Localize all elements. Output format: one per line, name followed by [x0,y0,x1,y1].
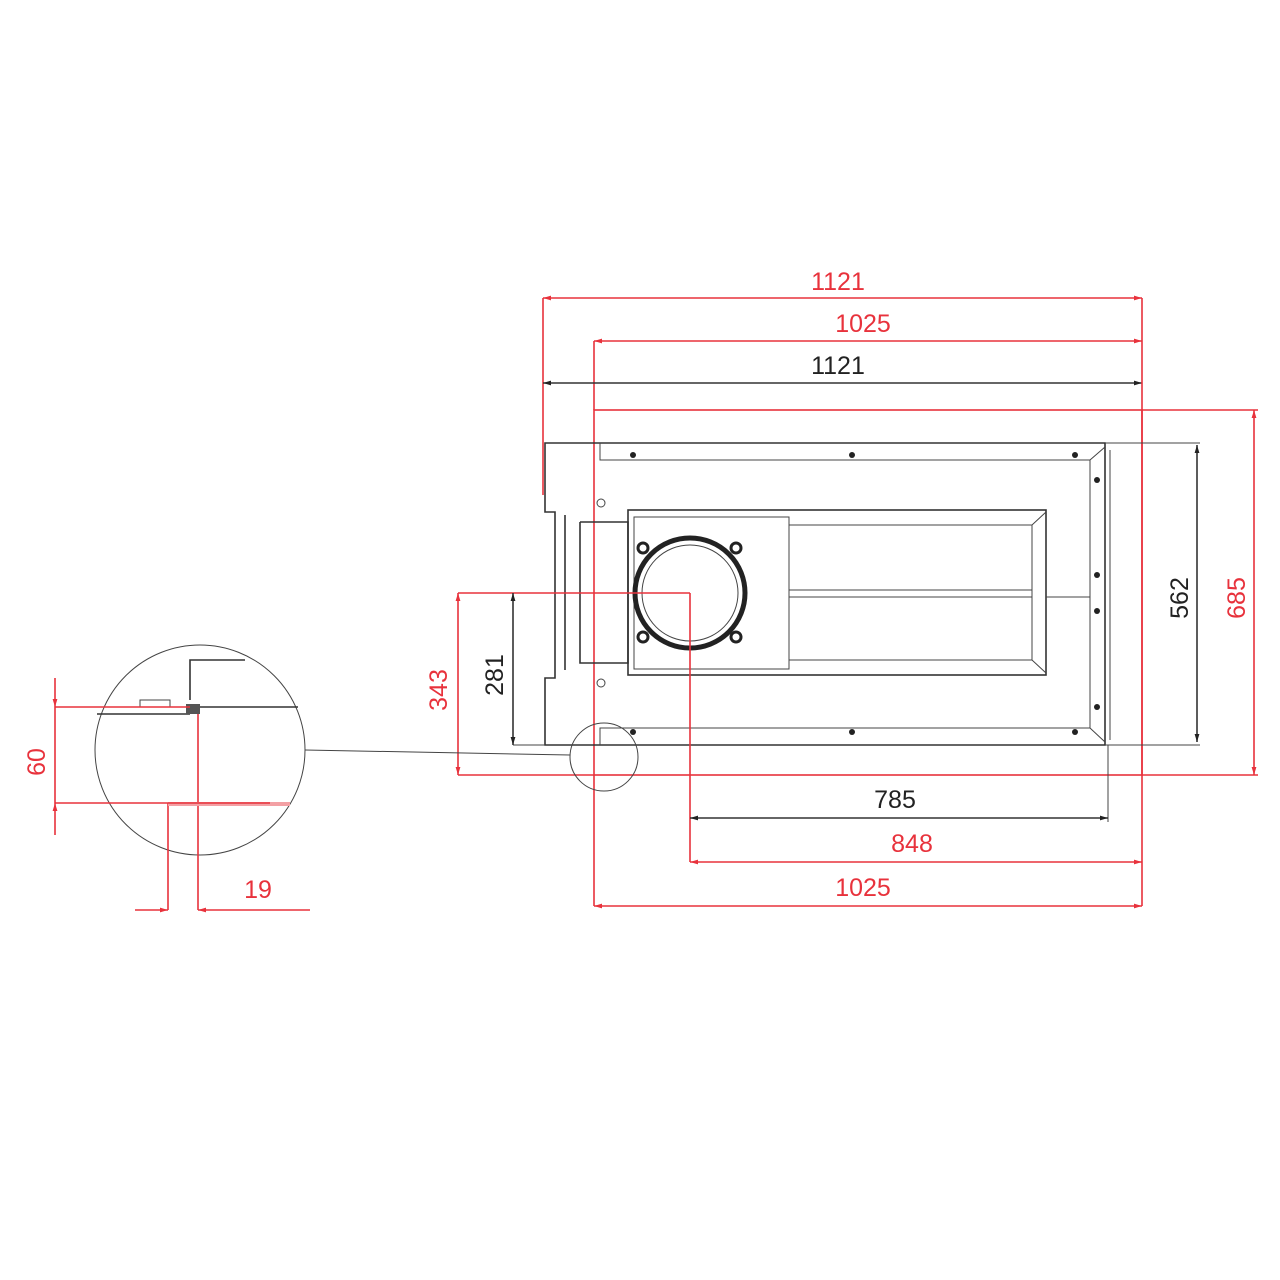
dimension-label: 19 [244,876,272,904]
dimension-detail-60: 60 [23,678,270,835]
detail-marker-circle [569,722,639,792]
dimension-label: 281 [481,654,509,696]
dimension-label: 848 [891,830,933,858]
dimension-label: 685 [1223,577,1251,619]
dimension-label: 343 [425,669,453,711]
dimension-left-343: 343 [425,593,461,775]
unit-body [544,442,1111,746]
dimension-right-685: 685 [1142,409,1258,776]
dimension-right-562: 562 [1105,442,1200,746]
dimension-bottom-848: 848 [690,830,1142,865]
dimension-top-1025-red: 1025 [593,310,1142,410]
dimension-label: 785 [874,786,916,814]
dimension-label: 1121 [811,352,865,380]
dimension-top-1121-black: 1121 [543,352,1142,386]
dimension-detail-19: 19 [135,876,310,913]
dimension-bottom-1025: 1025 [594,874,1142,909]
dimension-label: 1025 [835,874,891,902]
dimension-label: 1025 [835,310,891,338]
dimension-label: 1121 [811,268,865,296]
detail-view [94,644,306,910]
dimension-label: 562 [1166,577,1194,619]
dimension-bottom-785: 785 [690,786,1108,821]
dimension-label: 60 [23,748,51,776]
dimension-top-1121-red: 1121 [542,268,1142,495]
dimension-left-281: 281 [481,593,516,745]
